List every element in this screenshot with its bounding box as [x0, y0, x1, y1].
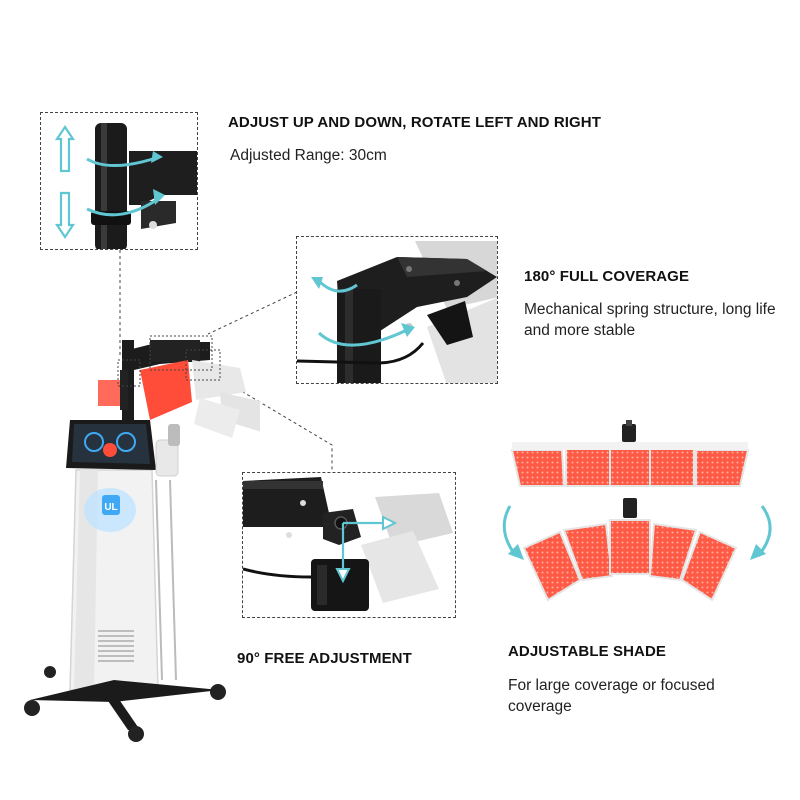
coverage-desc: Mechanical spring structure, long life a… [524, 301, 776, 339]
free-adjust-title: 90° FREE ADJUSTMENT [237, 650, 412, 667]
height-adjust-title: ADJUST UP AND DOWN, ROTATE LEFT AND RIGH… [228, 114, 601, 131]
detail-hinge-box [296, 236, 498, 384]
device-base [24, 666, 226, 742]
shade-desc: For large coverage or focused coverage [508, 677, 715, 715]
vent-grille [98, 630, 134, 662]
device-screen [66, 420, 156, 470]
device-light-panels [140, 360, 260, 438]
height-adjust-desc: Adjusted Range: 30cm [230, 147, 387, 164]
curved-panel-set [522, 498, 738, 602]
flat-panel-set [510, 420, 750, 487]
shade-title: ADJUSTABLE SHADE [508, 643, 667, 660]
adjustable-shade-illustration [502, 420, 772, 602]
device-logo: UL [104, 502, 117, 513]
detail-joint-box [242, 472, 456, 618]
device-illustration: UL [24, 335, 260, 742]
coverage-title: 180° FULL COVERAGE [524, 268, 690, 285]
detail-pole-box [40, 112, 198, 250]
